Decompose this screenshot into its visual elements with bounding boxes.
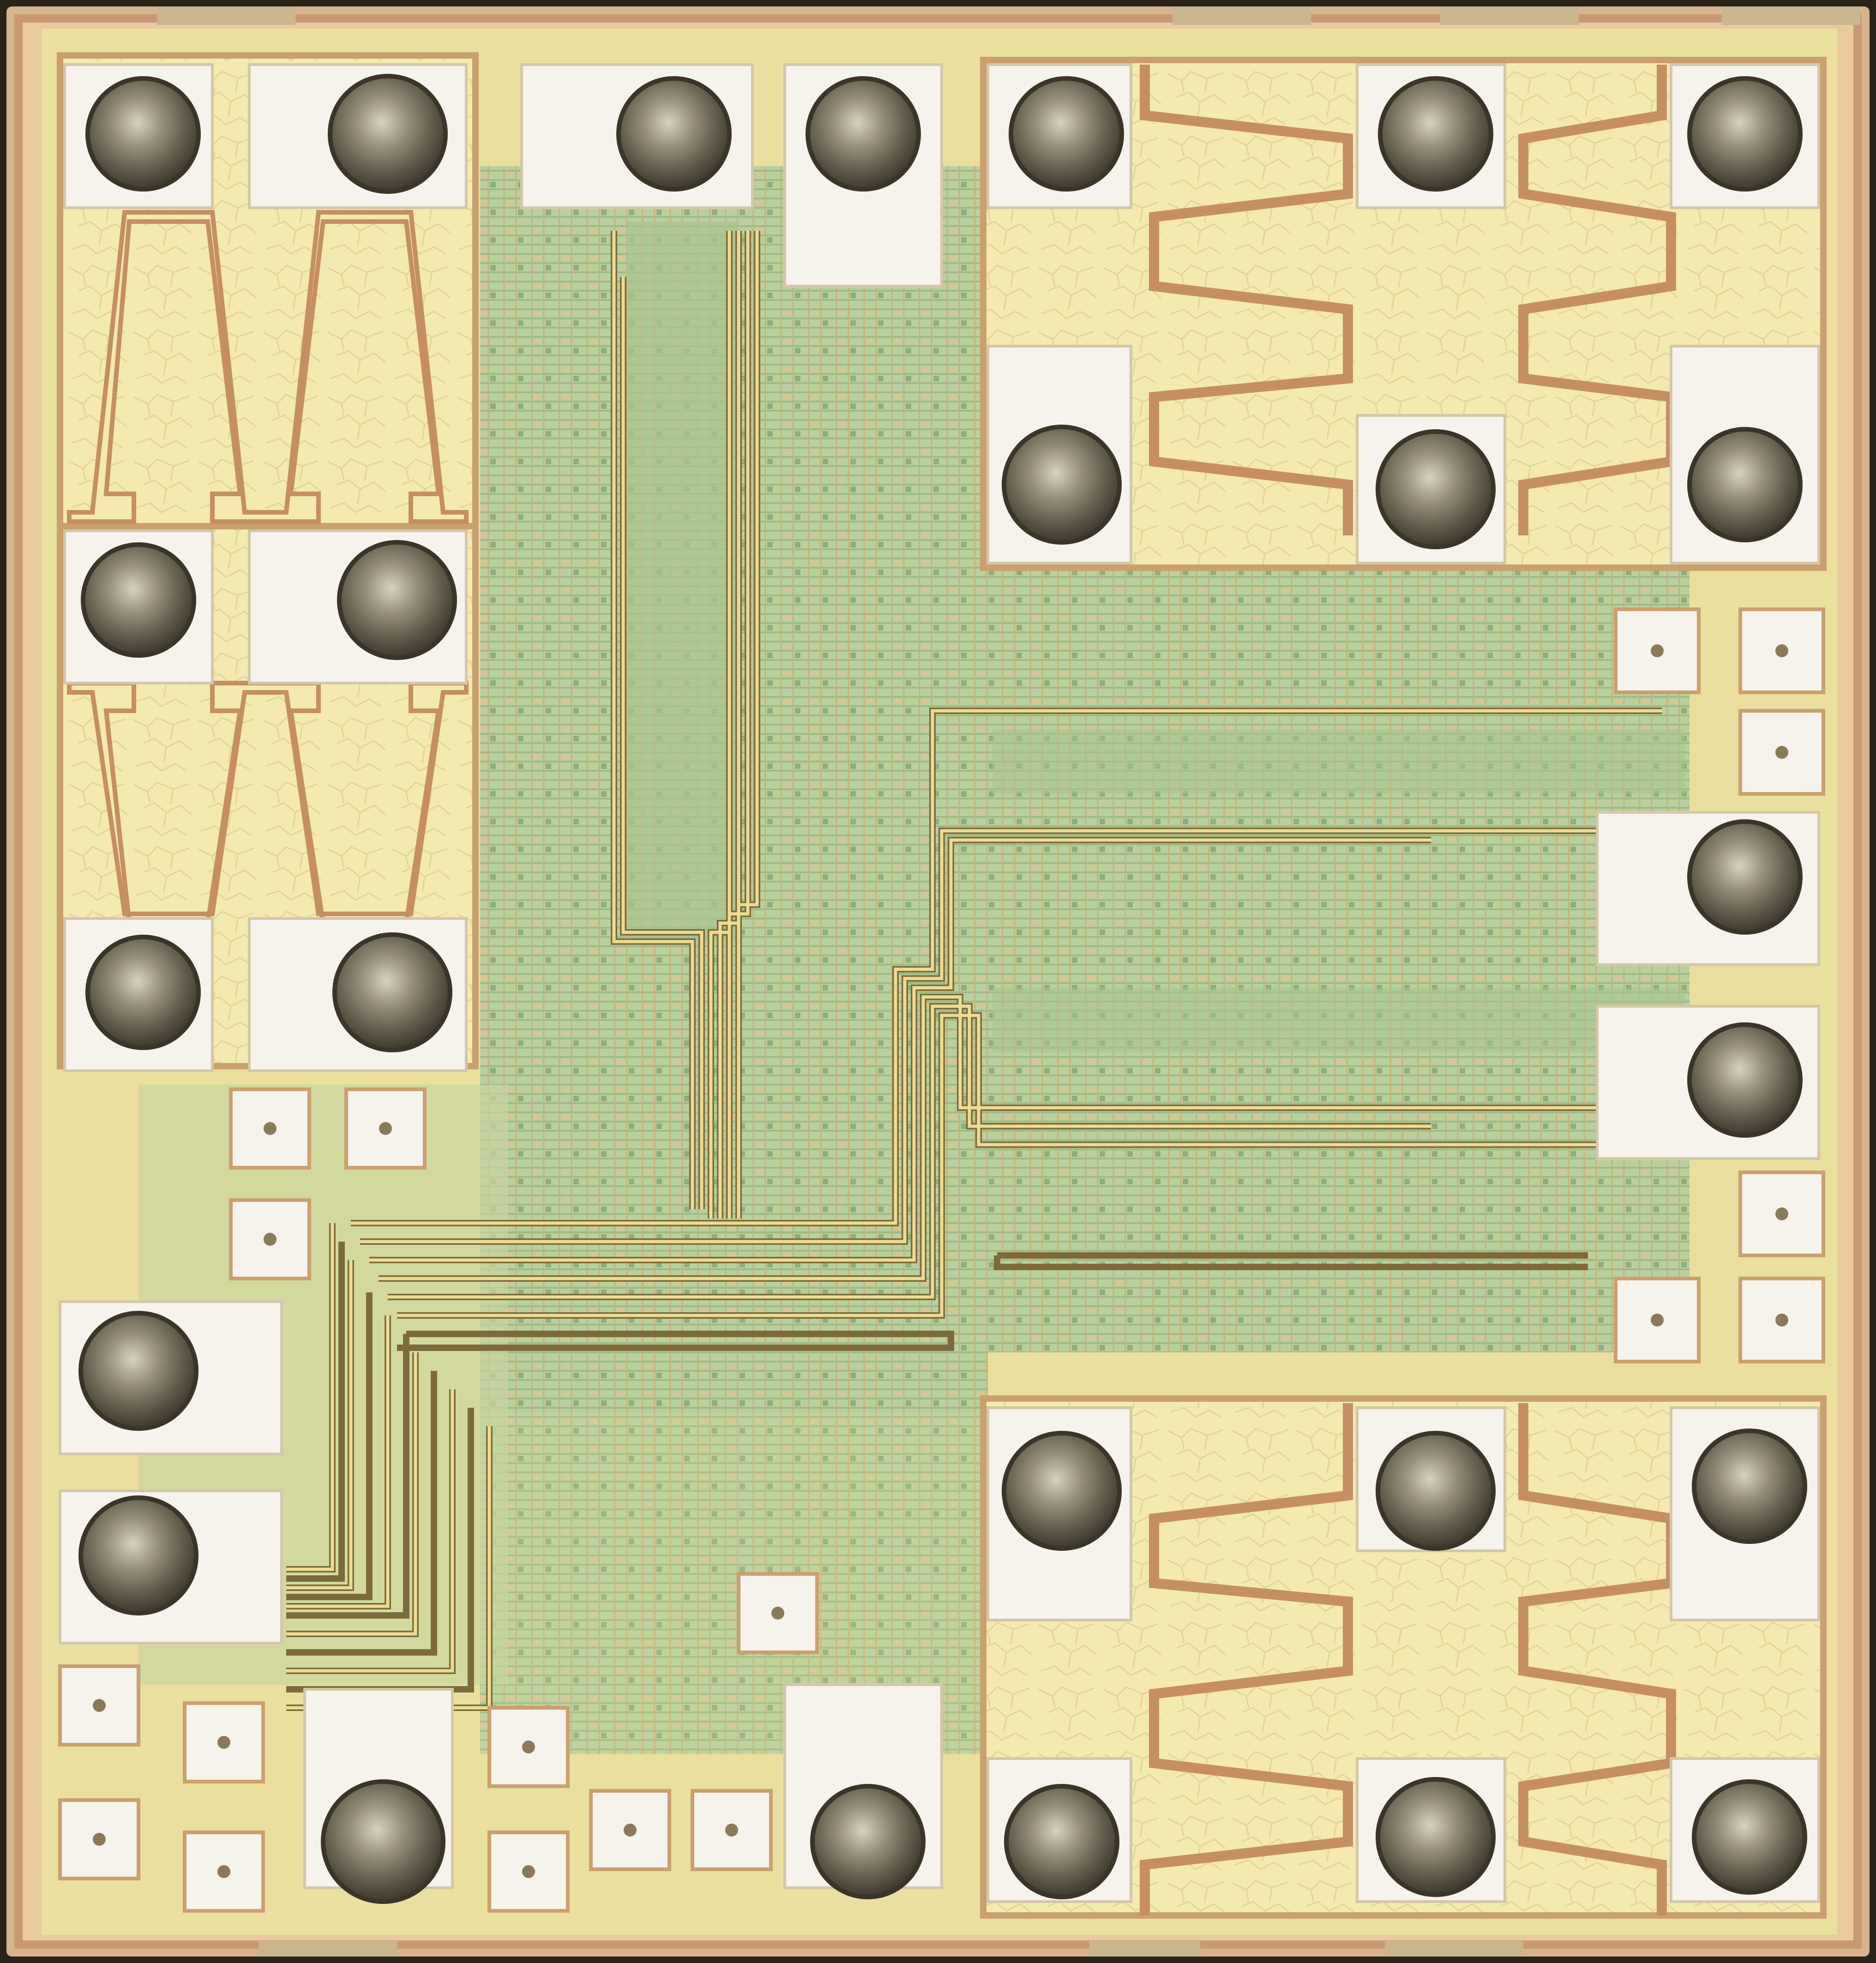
- bond-pads: [59, 63, 1820, 1904]
- bond-ball: [806, 76, 921, 192]
- bond-ball: [616, 76, 732, 192]
- bond-ball: [1692, 1429, 1807, 1544]
- bus-lines-fill: [286, 231, 1662, 1710]
- bond-ball: [321, 1779, 445, 1904]
- bond-ball: [337, 540, 457, 660]
- right-bottom-meander: [1140, 1403, 1676, 1915]
- bond-ball: [81, 542, 196, 658]
- bond-ball: [78, 1495, 198, 1615]
- bond-ball: [328, 74, 448, 194]
- bond-ball: [1009, 76, 1124, 192]
- bond-ball: [1378, 76, 1493, 192]
- bond-ball: [1687, 76, 1803, 192]
- bond-ball: [1687, 819, 1803, 935]
- bond-ball: [332, 932, 452, 1052]
- bond-ball: [1002, 1431, 1122, 1551]
- bond-ball: [85, 935, 201, 1050]
- edge-notches: [157, 6, 1860, 1957]
- bond-ball: [78, 1311, 198, 1431]
- bond-ball: [1004, 1784, 1119, 1899]
- bond-ball: [810, 1784, 926, 1899]
- bond-ball: [85, 76, 201, 192]
- right-top-meander: [1140, 65, 1676, 535]
- bond-ball: [1376, 1431, 1496, 1551]
- bond-ball: [1692, 1779, 1807, 1895]
- probe-pad-dots: [93, 644, 1788, 1878]
- bond-ball: [1002, 425, 1122, 545]
- bond-ball: [1687, 427, 1803, 542]
- bond-ball: [1376, 1777, 1496, 1897]
- bond-ball: [1376, 429, 1496, 549]
- bond-ball: [1687, 1022, 1803, 1138]
